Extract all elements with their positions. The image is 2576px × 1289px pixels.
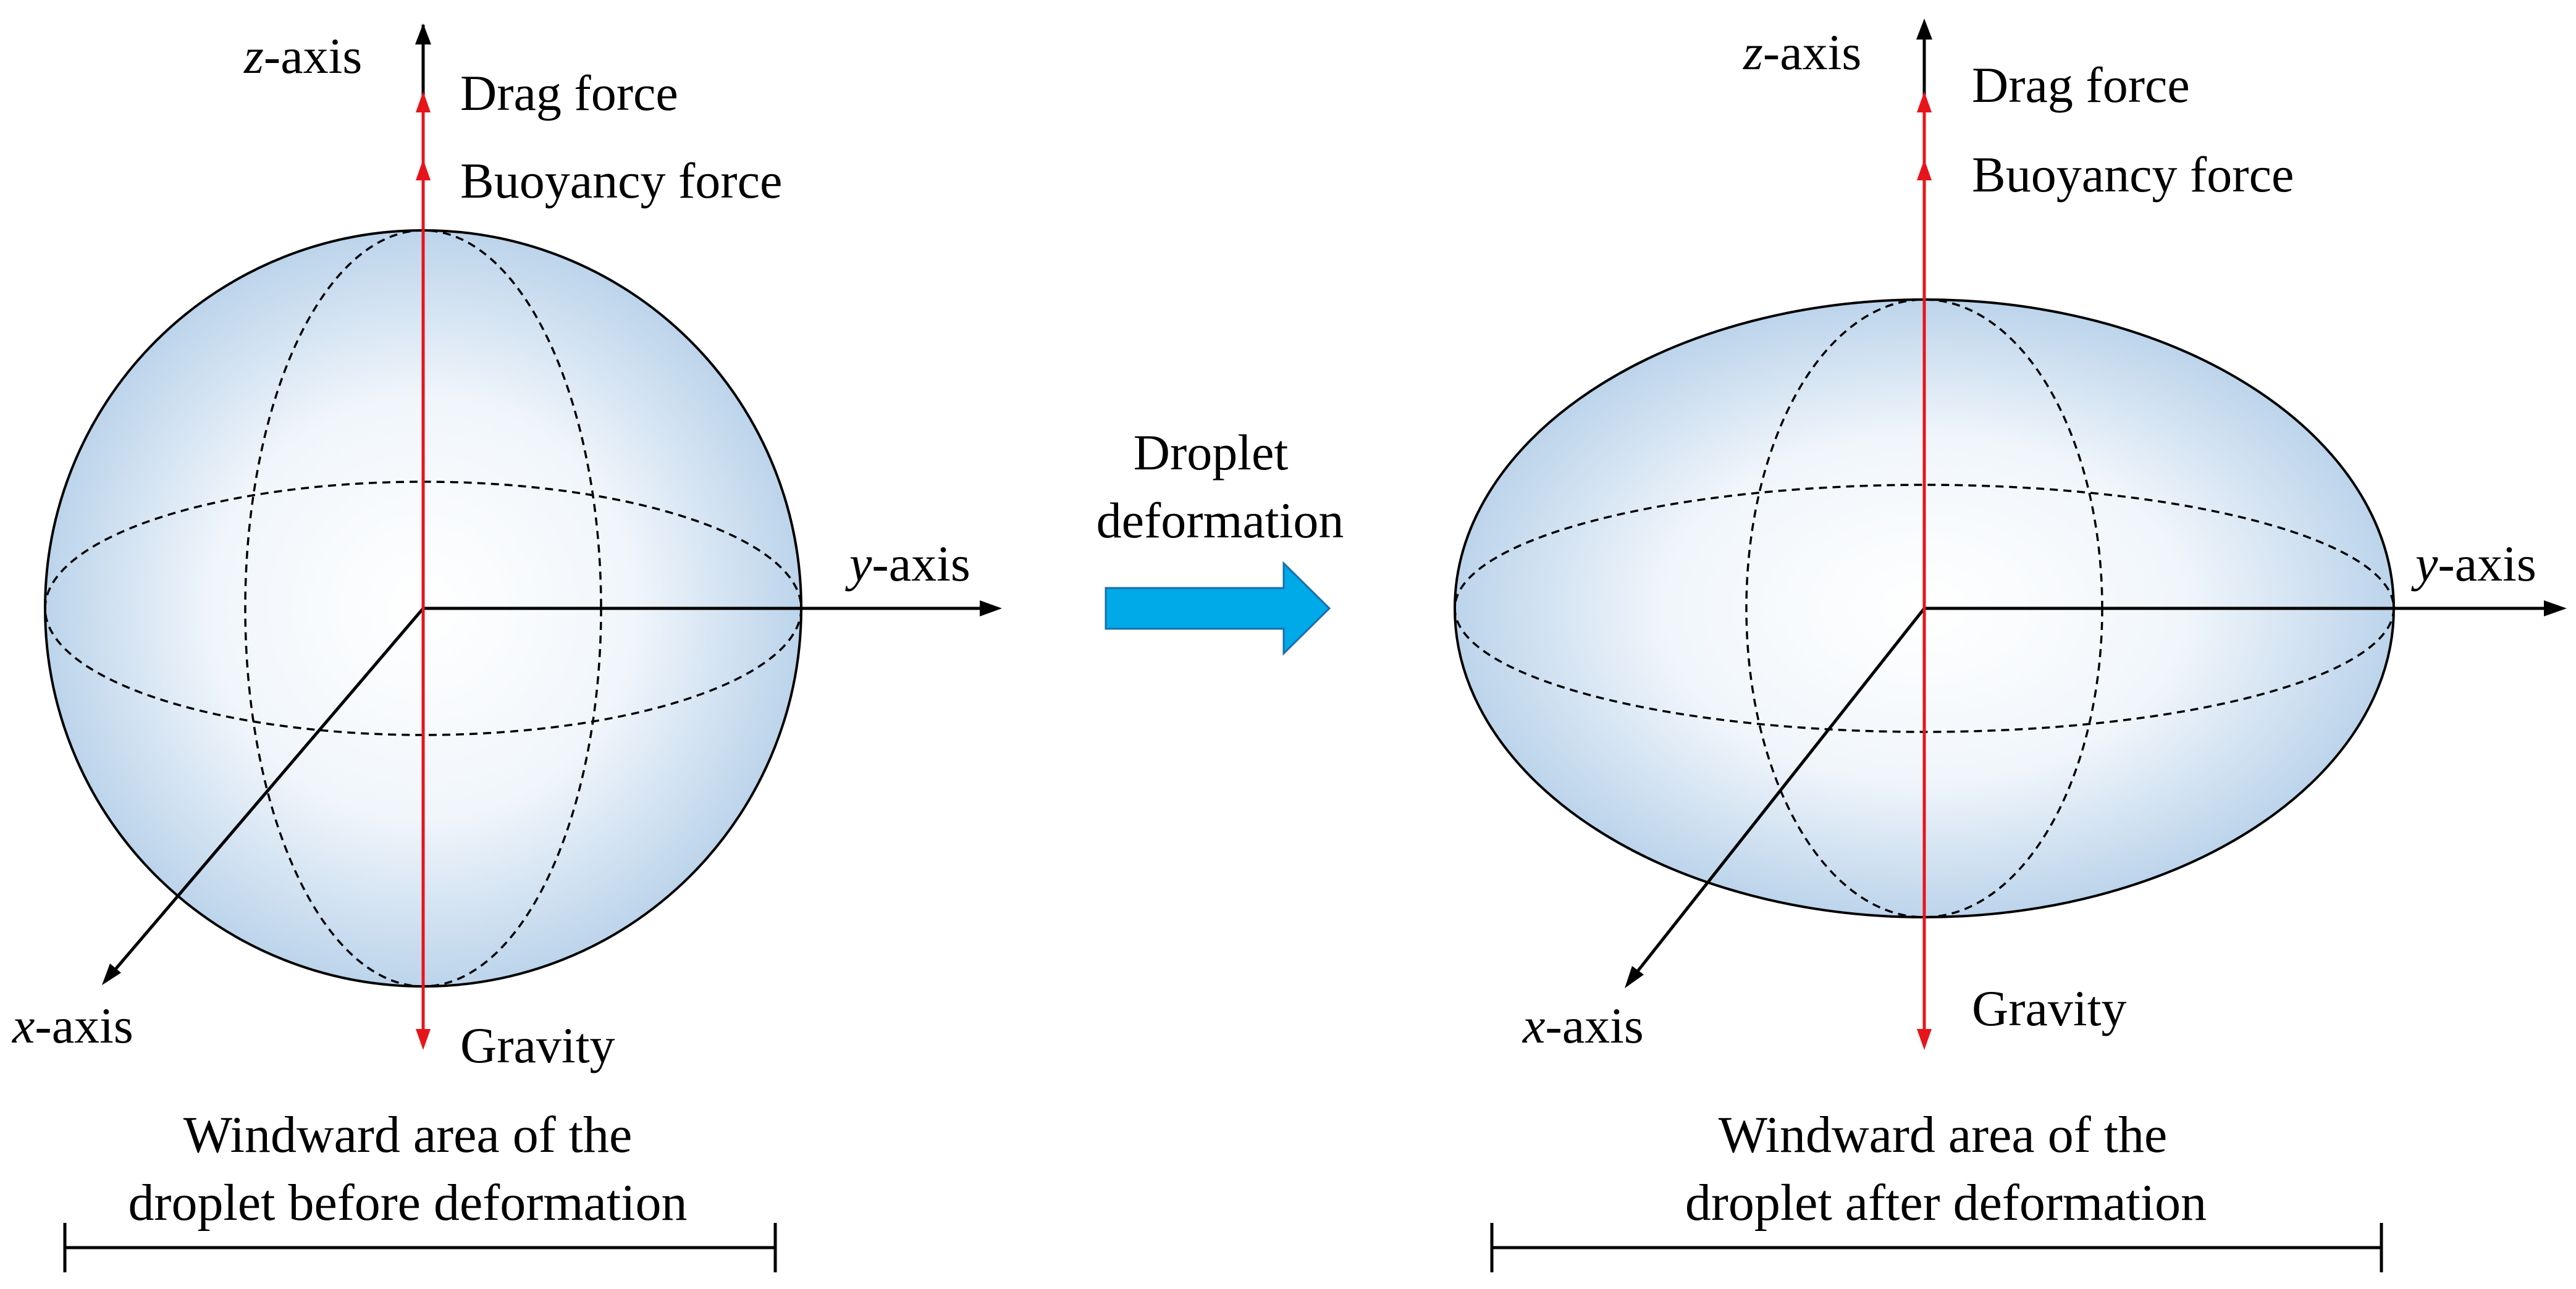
windward-width-bracket (1490, 1223, 2383, 1272)
transition-label-line-2: deformation (1096, 492, 1344, 548)
transition-label-line-1: Droplet (1134, 424, 1289, 481)
caption-line-1: Windward area of the (183, 1106, 633, 1164)
y-axis-label: y-axis (2411, 535, 2536, 592)
y-axis-label: y-axis (845, 535, 970, 592)
gravity-label: Gravity (460, 1017, 615, 1073)
x-axis-label: x-axis (1522, 997, 1644, 1054)
drag-force-label: Drag force (460, 65, 678, 121)
x-axis-line (1633, 607, 1926, 977)
buoyancy-force-arrowhead (416, 159, 431, 180)
x-axis-line (111, 607, 424, 974)
x-axis-label: x-axis (12, 997, 133, 1054)
buoyancy-force-label: Buoyancy force (1972, 146, 2294, 203)
drag-force-arrowhead (416, 91, 431, 112)
z-axis-arrowhead (1916, 19, 1932, 40)
left-panel: z-axis y-axis x-axis Drag force Buoyancy… (12, 23, 1002, 1272)
x-axis-arrowhead (1625, 966, 1644, 988)
caption-line-2: droplet before deformation (128, 1174, 688, 1232)
caption-line-2: droplet after deformation (1685, 1174, 2207, 1232)
drag-force-arrowhead (1917, 91, 1932, 112)
buoyancy-force-label: Buoyancy force (460, 153, 782, 209)
gravity-arrowhead (1917, 1029, 1932, 1050)
gravity-arrowhead (416, 1029, 431, 1050)
deformation-arrow (1105, 561, 1331, 656)
z-axis-arrowhead (415, 23, 431, 44)
x-axis-arrowhead (102, 964, 121, 985)
y-axis-arrowhead (2544, 600, 2567, 616)
caption-line-1: Windward area of the (1719, 1106, 2168, 1164)
right-panel: z-axis y-axis x-axis Drag force Buoyancy… (1454, 19, 2567, 1272)
transition: Droplet deformation (1096, 424, 1344, 656)
buoyancy-force-arrowhead (1917, 159, 1932, 180)
drag-force-label: Drag force (1972, 57, 2190, 113)
gravity-label: Gravity (1972, 980, 2126, 1036)
windward-width-bracket (63, 1223, 777, 1272)
z-axis-label: z-axis (1743, 24, 1861, 80)
z-axis-label: z-axis (243, 28, 362, 84)
y-axis-arrowhead (980, 600, 1002, 616)
